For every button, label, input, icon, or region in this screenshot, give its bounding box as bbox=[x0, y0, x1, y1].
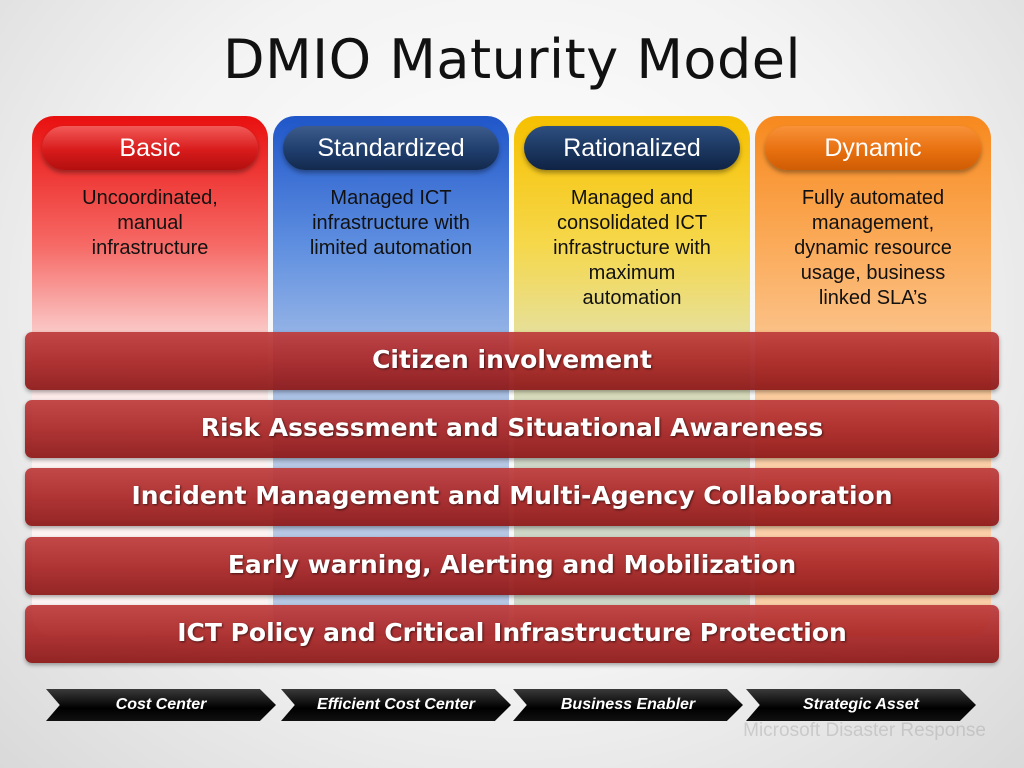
column-description-basic: Uncoordinated, manual infrastructure bbox=[82, 187, 218, 259]
watermark: Microsoft Disaster Response bbox=[743, 720, 986, 741]
band-early-warning: Early warning, Alerting and Mobilization bbox=[25, 537, 999, 595]
stage-arrow-business-enabler: Business Enabler bbox=[513, 689, 743, 721]
band-risk-assessment: Risk Assessment and Situational Awarenes… bbox=[25, 400, 999, 458]
column-description-dynamic: Fully automated management, dynamic reso… bbox=[794, 187, 952, 309]
column-heading-basic: Basic bbox=[42, 126, 258, 170]
column-heading-rationalized: Rationalized bbox=[524, 126, 740, 170]
band-citizen-involvement: Citizen involvement bbox=[25, 332, 999, 390]
column-heading-dynamic: Dynamic bbox=[765, 126, 981, 170]
column-heading-standardized: Standardized bbox=[283, 126, 499, 170]
stage-arrow-cost-center: Cost Center bbox=[46, 689, 276, 721]
column-description-standardized: Managed ICT infrastructure with limited … bbox=[309, 187, 473, 259]
stage-arrow-efficient-cost-center: Efficient Cost Center bbox=[281, 689, 511, 721]
band-ict-policy: ICT Policy and Critical Infrastructure P… bbox=[25, 605, 999, 663]
band-incident-management: Incident Management and Multi-Agency Col… bbox=[25, 468, 999, 526]
column-description-rationalized: Managed and consolidated ICT infrastruct… bbox=[553, 187, 711, 309]
slide-title: DMIO Maturity Model bbox=[223, 28, 801, 91]
stage-arrow-strategic-asset: Strategic Asset bbox=[746, 689, 976, 721]
